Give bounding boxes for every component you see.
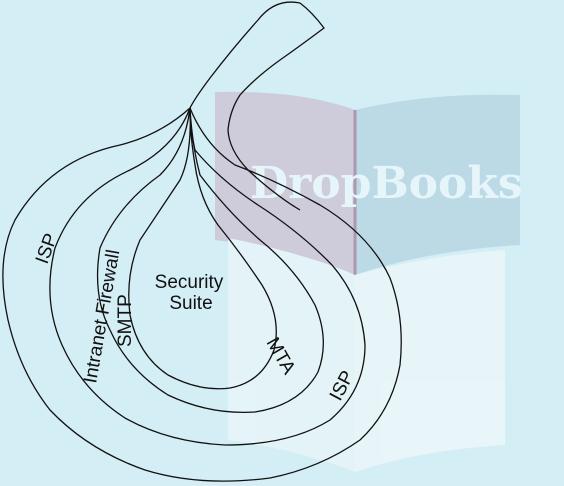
watermark-text: DropBooks: [250, 158, 523, 209]
center-label-security: Security: [155, 272, 224, 293]
watermark-book-logo: DropBooks: [215, 92, 523, 472]
isp-label-left: ISP: [32, 231, 62, 267]
center-label-suite: Suite: [169, 293, 212, 314]
smtp-label: SMTP: [115, 294, 136, 347]
